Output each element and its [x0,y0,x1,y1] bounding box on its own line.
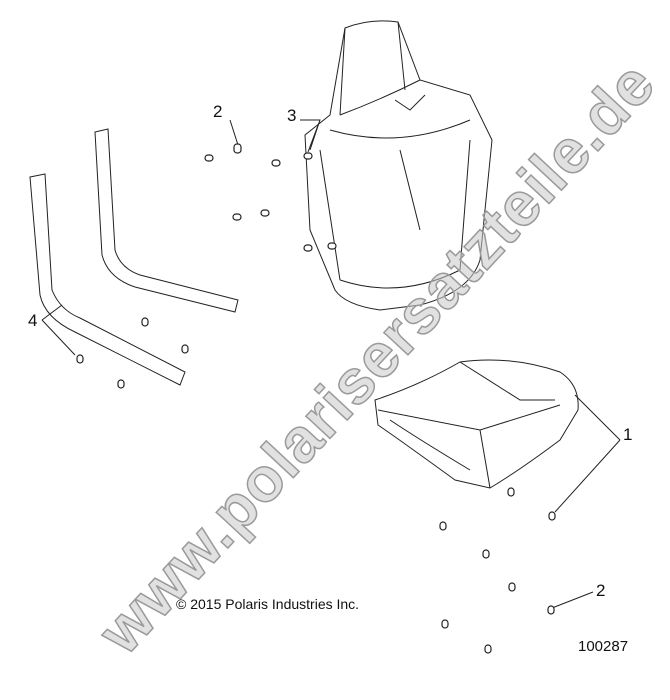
callout-4: 4 [28,311,38,330]
seat-cushion [374,359,579,489]
callout-2-lower: 2 [596,581,606,600]
seat-frame-rail-right [94,128,239,313]
seat-frame-rail-left [29,173,186,386]
diagram-number: 100287 [578,638,629,655]
seat-back [304,20,493,311]
leader-2a [229,119,239,146]
leader-2b [551,591,594,609]
leader-4 [41,304,76,356]
leader-3 [300,119,321,153]
copyright-text: © 2015 Polaris Industries Inc. [176,596,360,612]
callout-2: 2 [213,102,223,121]
callout-3: 3 [287,106,297,125]
leader-1 [554,394,621,513]
fasteners [76,143,556,654]
callout-1: 1 [623,425,633,444]
